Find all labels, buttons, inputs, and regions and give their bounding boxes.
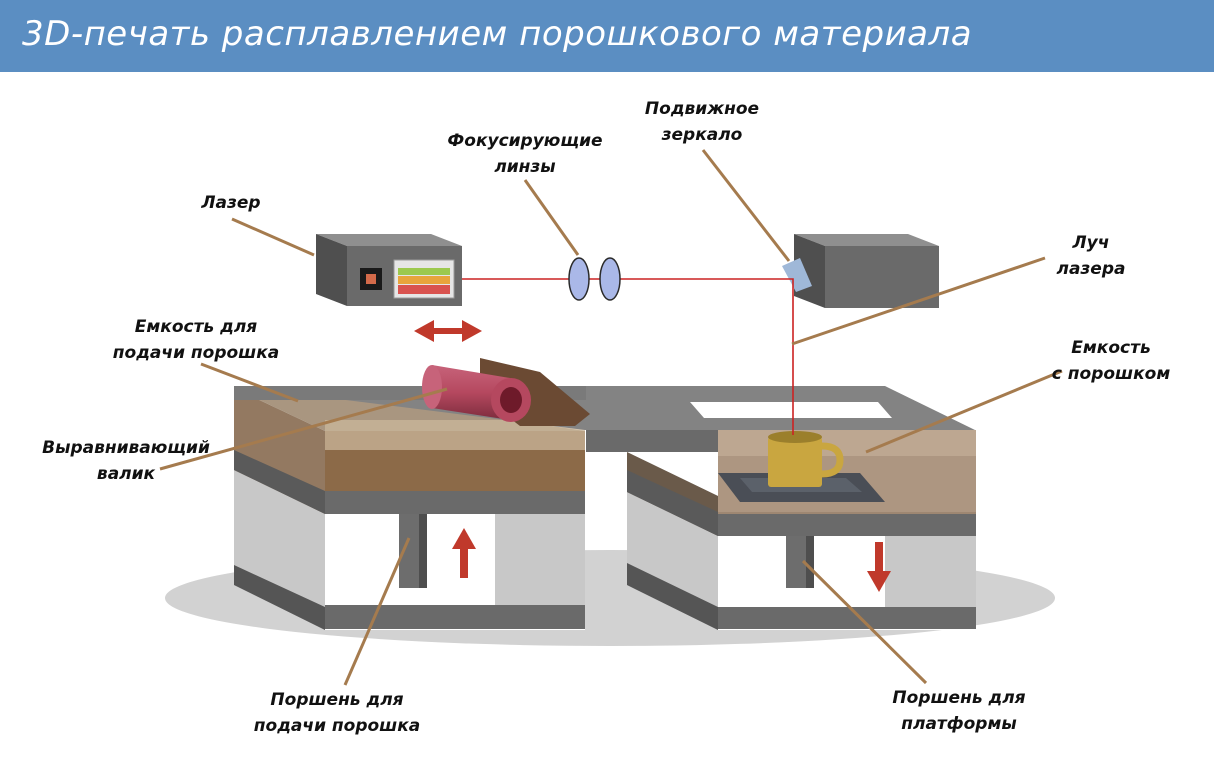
laser-unit — [316, 234, 462, 306]
leveling-roller — [422, 358, 590, 426]
build-opening — [690, 402, 892, 418]
label-focusing-lenses: Фокусирующие линзы — [447, 131, 603, 177]
mirror-unit — [782, 234, 939, 308]
header-bar: 3D-печать расплавлением порошкового мате… — [0, 0, 1214, 72]
label-laser: Лазер — [201, 193, 261, 213]
powder-container — [627, 430, 976, 630]
label-laser-beam: Луч лазера — [1056, 233, 1126, 279]
feed-piston-rod — [399, 512, 419, 588]
label-powder-container: Емкость с порошком — [1051, 338, 1171, 384]
label-movable-mirror: Подвижное зеркало — [644, 99, 760, 145]
label-feed-piston: Поршень для подачи порошка — [253, 690, 421, 736]
focusing-lenses — [568, 257, 621, 301]
feed-piston-up-arrow — [452, 528, 476, 578]
leader-lines — [159, 149, 1063, 686]
platform-piston-down-arrow — [867, 542, 891, 592]
label-platform-piston: Поршень для платформы — [892, 688, 1026, 734]
laser-display-panel — [393, 259, 455, 299]
platform-piston-rod — [786, 534, 806, 588]
label-feed-container: Емкость для подачи порошка — [112, 317, 280, 363]
feed-container — [234, 388, 585, 630]
roller-direction-arrow — [414, 320, 482, 342]
page-title: 3D-печать расплавлением порошкового мате… — [22, 14, 973, 54]
cup-object — [768, 431, 844, 487]
label-leveling-roller: Выравнивающий валик — [42, 438, 210, 484]
movable-mirror — [782, 258, 812, 292]
